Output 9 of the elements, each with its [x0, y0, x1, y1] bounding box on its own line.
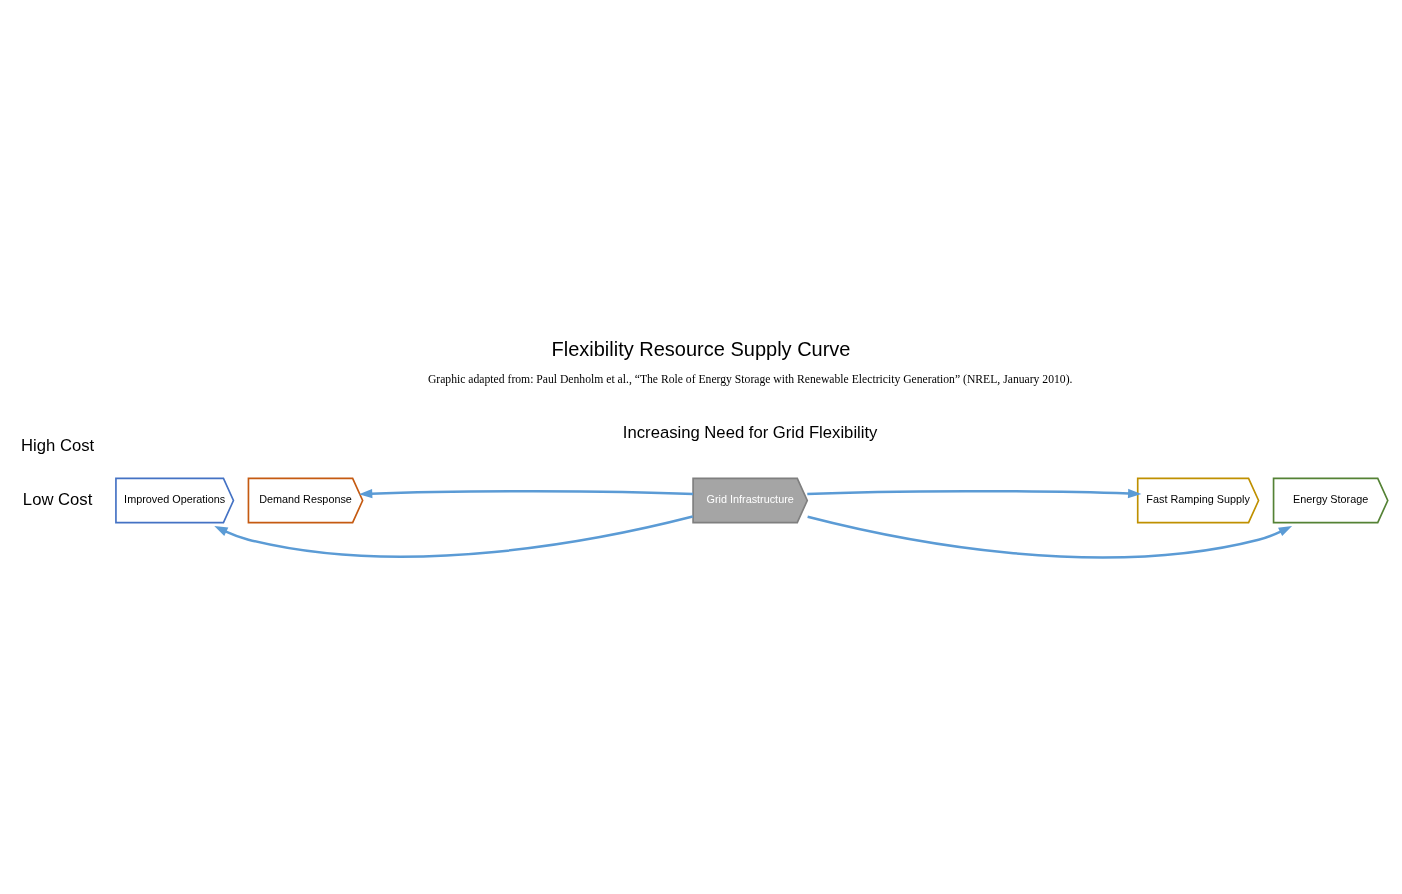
arrow [807, 488, 1142, 499]
label: Low Cost [22, 489, 93, 509]
diagram-title: Flexibility Resource Supply Curve [551, 337, 851, 360]
arrow [807, 515, 1293, 559]
label: High Cost [21, 435, 95, 455]
arrow [358, 488, 694, 499]
caption: Graphic adapted from: Paul Denholm et al., “The Role of Energy Storage with Renewable Electricity Generation” (NREL, January 2010). [427, 372, 1073, 386]
label: Increasing Need for Grid Flexibility [622, 423, 878, 443]
arrow [214, 515, 694, 558]
